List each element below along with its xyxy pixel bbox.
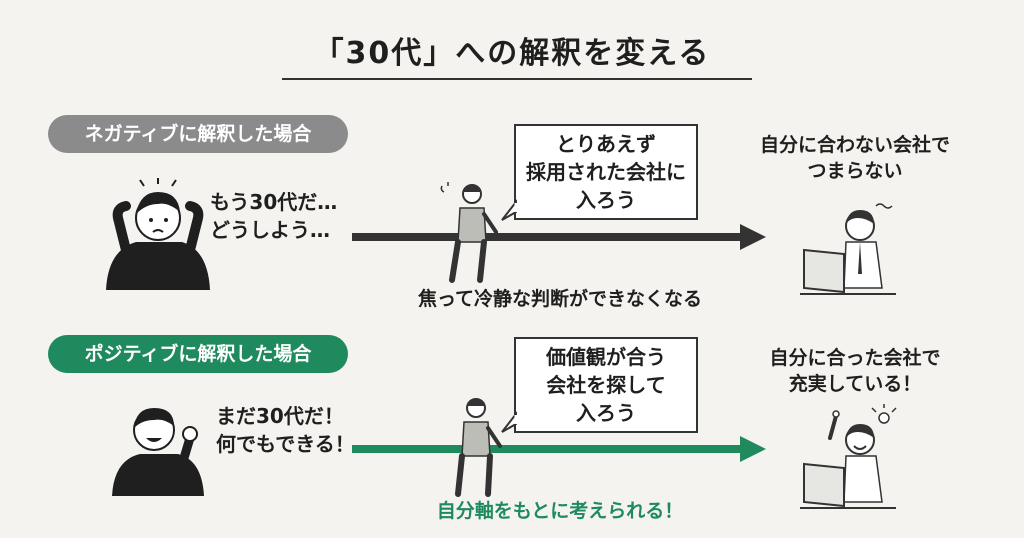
page-title: 「30代」への解釈を変える bbox=[313, 36, 711, 71]
positive-outcome: 自分に合った会社で 充実している！ bbox=[730, 345, 980, 397]
negative-thought-box: とりあえず 採用された会社に 入ろう bbox=[514, 124, 698, 220]
negative-caption: 焦って冷静な判断ができなくなる bbox=[417, 288, 703, 310]
negative-arrow bbox=[352, 224, 766, 250]
negative-thought-line: 入ろう bbox=[576, 188, 636, 212]
positive-speech-line: 何でもできる！ bbox=[216, 432, 355, 456]
positive-thought-box: 価値観が合う 会社を探して 入ろう bbox=[514, 337, 698, 433]
negative-outcome-line: つまらない bbox=[807, 160, 903, 182]
negative-outcome: 自分に合わない会社で つまらない bbox=[730, 132, 980, 184]
negative-label-pill: ネガティブに解釈した場合 bbox=[48, 115, 348, 153]
positive-caption: 自分軸をもとに考えられる！ bbox=[436, 500, 684, 522]
bored-worker-illustration bbox=[800, 203, 896, 295]
positive-thought-line: 会社を探して bbox=[546, 373, 666, 397]
happy-worker-illustration bbox=[800, 404, 897, 509]
positive-thought-pointer bbox=[501, 411, 518, 433]
positive-outcome-line: 充実している！ bbox=[788, 373, 922, 395]
cheerful-person-illustration bbox=[112, 408, 204, 496]
walking-person-illustration bbox=[455, 398, 502, 497]
negative-speech-line: もう30代だ… bbox=[210, 190, 338, 214]
negative-speech-line: どうしよう… bbox=[210, 218, 330, 242]
positive-thought-line: 価値観が合う bbox=[546, 345, 666, 369]
positive-thought-line: 入ろう bbox=[576, 401, 636, 425]
negative-speech: もう30代だ… どうしよう… bbox=[210, 188, 337, 244]
negative-thought-pointer bbox=[501, 199, 518, 221]
positive-label-pill: ポジティブに解釈した場合 bbox=[48, 335, 348, 373]
positive-outcome-line: 自分に合った会社で bbox=[769, 347, 941, 369]
negative-thought-line: 採用された会社に bbox=[526, 160, 686, 184]
positive-speech: まだ30代だ！ 何でもできる！ bbox=[216, 402, 355, 458]
worried-person-illustration bbox=[106, 178, 210, 290]
walking-person-illustration bbox=[440, 182, 498, 283]
title-underline bbox=[282, 78, 752, 80]
negative-thought-line: とりあえず bbox=[556, 132, 656, 156]
positive-arrow bbox=[352, 436, 766, 462]
positive-speech-line: まだ30代だ！ bbox=[216, 404, 344, 428]
negative-outcome-line: 自分に合わない会社で bbox=[759, 134, 950, 156]
